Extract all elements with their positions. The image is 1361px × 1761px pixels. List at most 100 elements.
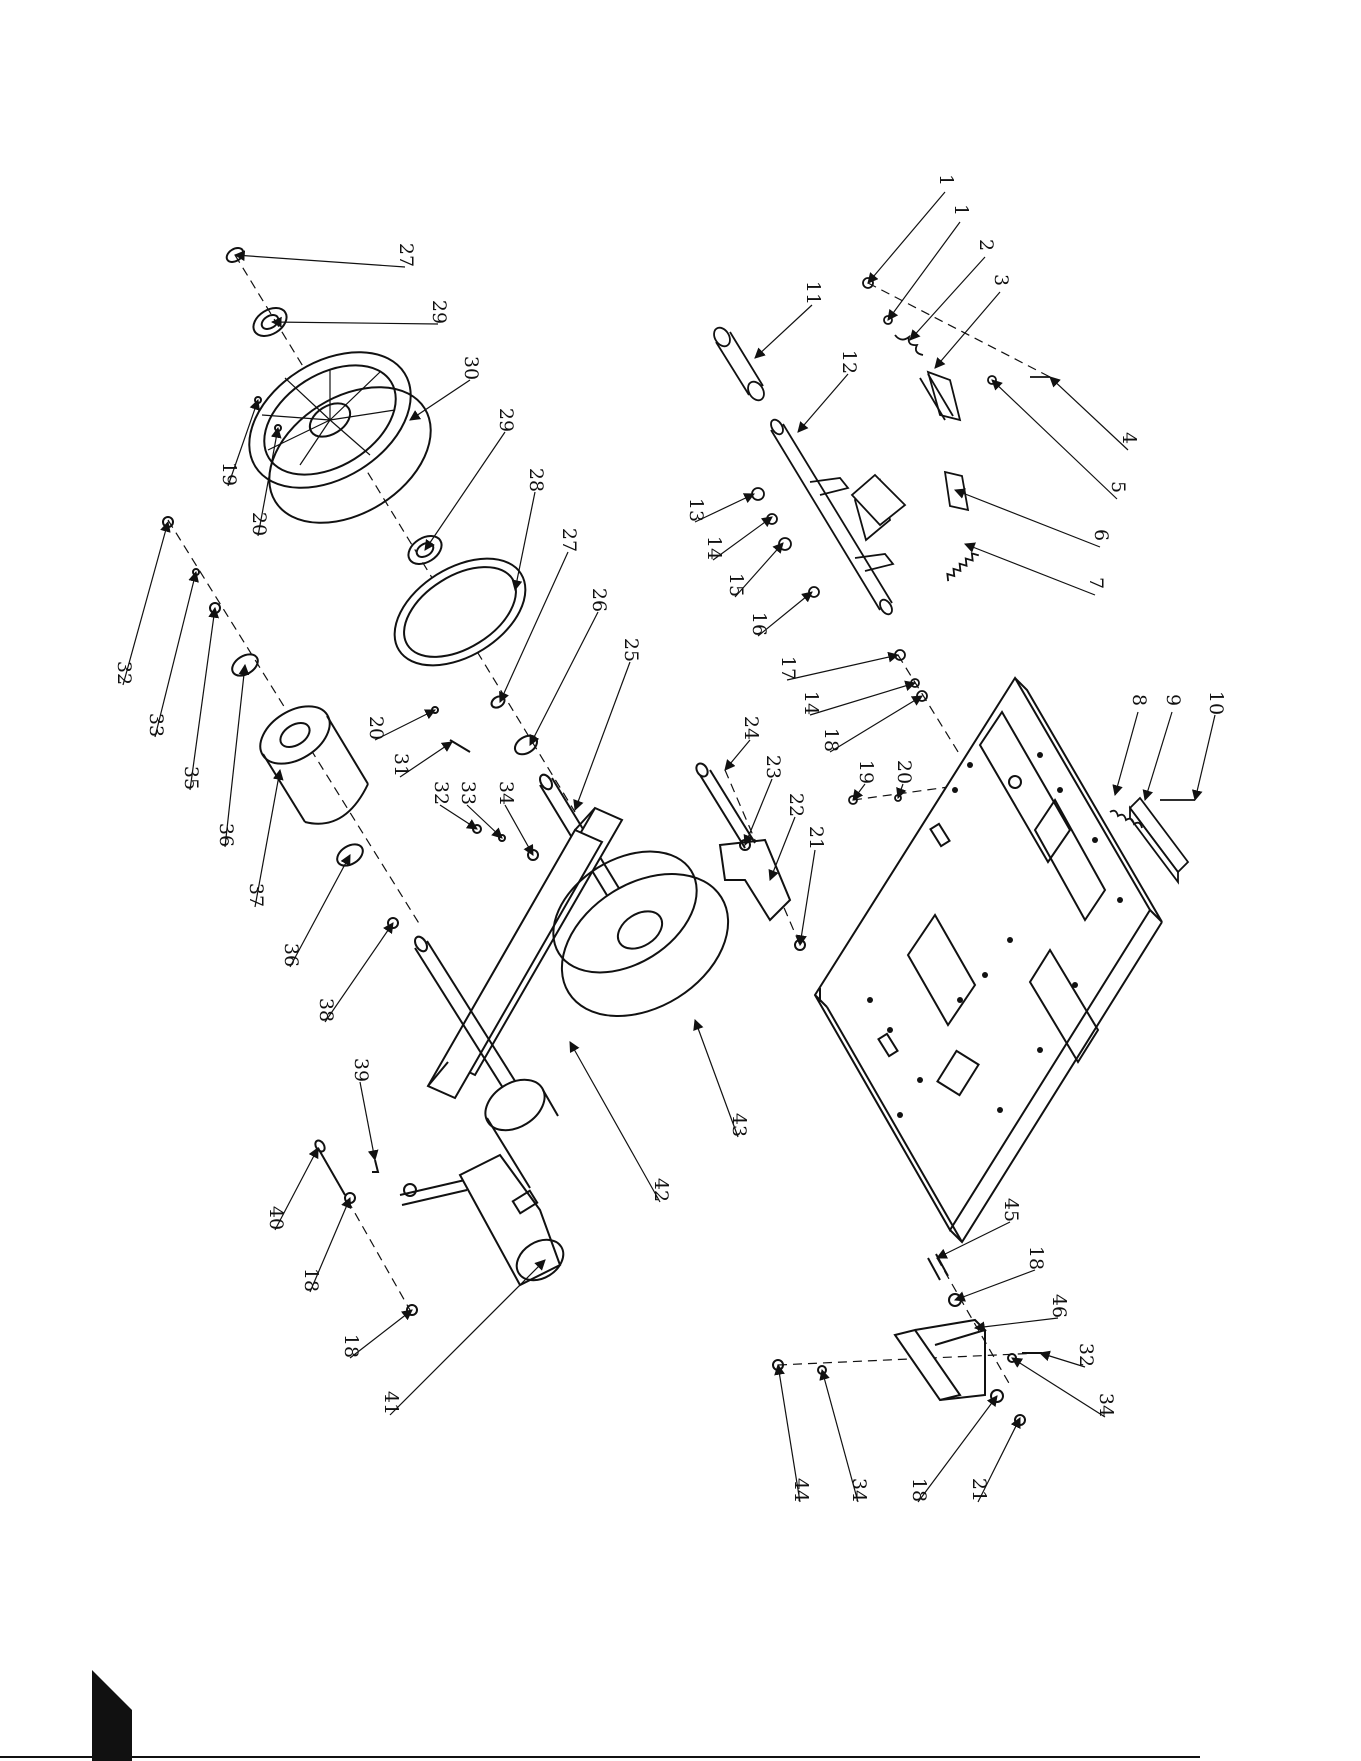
callout-leader-c25: [575, 662, 630, 810]
callout-label-c14a: 14: [703, 536, 725, 560]
callout-label-c33b: 33: [457, 781, 479, 805]
callout-leader-c23: [745, 779, 772, 845]
callout-leader-c27b: [235, 255, 405, 267]
callout-leader-c5: [992, 380, 1117, 499]
callout-label-c34a: 34: [495, 781, 517, 805]
callout-label-c30: 30: [460, 356, 482, 380]
callout-label-c8: 8: [1128, 694, 1150, 706]
callout-label-c12: 12: [838, 350, 860, 374]
callout-leader-c21a: [800, 850, 815, 945]
callout-label-c33a: 33: [145, 713, 167, 737]
callout-label-c18d: 18: [1025, 1246, 1047, 1270]
callout-label-c18a: 18: [820, 728, 842, 752]
callout-leader-c24: [725, 740, 750, 770]
callout-leader-c7: [965, 544, 1095, 595]
callout-label-c36a: 36: [215, 823, 237, 847]
callout-label-c29a: 29: [495, 408, 517, 432]
page-corner-tab: [92, 1670, 132, 1761]
callout-label-c36b: 36: [280, 943, 302, 967]
callout-label-c34b: 34: [1095, 1393, 1117, 1417]
callout-leader-c41: [390, 1260, 545, 1415]
callout-label-c16: 16: [748, 612, 770, 636]
callout-label-c35: 35: [180, 766, 202, 790]
callout-label-c46: 46: [1048, 1294, 1070, 1318]
callout-label-c20c: 20: [365, 716, 387, 740]
callout-label-c3: 3: [990, 274, 1012, 286]
callout-leader-c1a: [868, 192, 945, 283]
linear-actuator: [313, 1139, 570, 1315]
callout-leader-c9: [1145, 712, 1172, 800]
callout-leader-c26: [530, 612, 598, 745]
roller-assembly: [163, 517, 398, 928]
callout-label-c37: 37: [245, 883, 267, 907]
callout-label-c15: 15: [725, 573, 747, 597]
callout-leader-c19a: [853, 784, 865, 800]
callout-label-c41: 41: [380, 1391, 402, 1415]
callout-label-c29b: 29: [428, 300, 450, 324]
callout-label-c4: 4: [1118, 432, 1140, 444]
callout-label-c28: 28: [525, 468, 547, 492]
callout-label-c20b: 20: [248, 512, 270, 536]
callout-label-c19b: 19: [218, 462, 240, 486]
callout-label-c34c: 34: [848, 1478, 870, 1502]
callout-label-c19a: 19: [855, 760, 877, 784]
callout-label-c27a: 27: [558, 528, 580, 552]
callout-label-c2: 2: [975, 239, 997, 251]
callout-leader-c33b: [467, 805, 502, 838]
callout-label-c38: 38: [315, 998, 337, 1022]
callout-leader-c29b: [272, 322, 438, 324]
callout-leader-c6: [955, 490, 1100, 547]
callout-leader-c18d: [955, 1270, 1035, 1300]
callout-label-c22: 22: [785, 793, 807, 817]
callout-label-c42: 42: [650, 1178, 672, 1202]
callout-leader-c39: [360, 1082, 375, 1160]
callout-label-c44: 44: [790, 1478, 812, 1502]
callout-label-c21b: 21: [968, 1478, 990, 1502]
callout-label-c21a: 21: [805, 826, 827, 850]
callout-label-c18c: 18: [340, 1334, 362, 1358]
callout-label-c18b: 18: [300, 1268, 322, 1292]
callout-leader-c2: [910, 257, 985, 340]
callout-leader-c42: [570, 1042, 660, 1202]
callout-label-c9: 9: [1162, 694, 1184, 706]
callout-leader-c46: [975, 1318, 1058, 1328]
callout-label-c1a: 1: [935, 174, 957, 186]
callout-label-c40: 40: [265, 1206, 287, 1230]
callout-label-c7: 7: [1085, 577, 1107, 589]
callout-label-c26: 26: [588, 588, 610, 612]
callout-label-c5: 5: [1107, 481, 1129, 493]
callout-label-c20a: 20: [893, 760, 915, 784]
callout-label-c18e: 18: [908, 1478, 930, 1502]
callout-label-c6: 6: [1090, 529, 1112, 541]
callout-leader-c22: [770, 817, 795, 880]
callout-label-c31: 31: [390, 753, 412, 777]
callout-leader-c3: [935, 292, 1000, 368]
page-bottom-rule: [0, 1756, 1200, 1758]
callout-label-c45: 45: [1000, 1198, 1022, 1222]
callout-label-c39: 39: [350, 1058, 372, 1082]
callout-label-c10: 10: [1205, 691, 1227, 715]
callout-label-c32a: 32: [113, 661, 135, 685]
callout-label-c24: 24: [740, 716, 762, 740]
callout-leader-c17: [787, 655, 898, 680]
callout-leader-c10: [1195, 715, 1215, 800]
callout-leader-c1b: [888, 222, 960, 320]
callout-label-c32b: 32: [430, 781, 452, 805]
callout-label-c13: 13: [685, 498, 707, 522]
callout-label-c23: 23: [762, 755, 784, 779]
callout-leader-c35: [190, 608, 215, 790]
callout-label-c14b: 14: [800, 691, 822, 715]
callout-leader-c29a: [425, 432, 505, 550]
callout-leader-c11: [755, 305, 812, 358]
callout-label-c17: 17: [777, 656, 799, 680]
callout-label-c43: 43: [728, 1113, 750, 1137]
callout-label-c11: 11: [802, 281, 824, 305]
callout-leader-c12: [798, 374, 848, 432]
callout-label-c25: 25: [620, 638, 642, 662]
callout-leader-c34a: [505, 805, 533, 855]
callout-label-c32c: 32: [1075, 1343, 1097, 1367]
callout-label-c27b: 27: [395, 243, 417, 267]
callout-label-c1b: 1: [950, 204, 972, 216]
callout-leader-c28: [515, 492, 535, 590]
